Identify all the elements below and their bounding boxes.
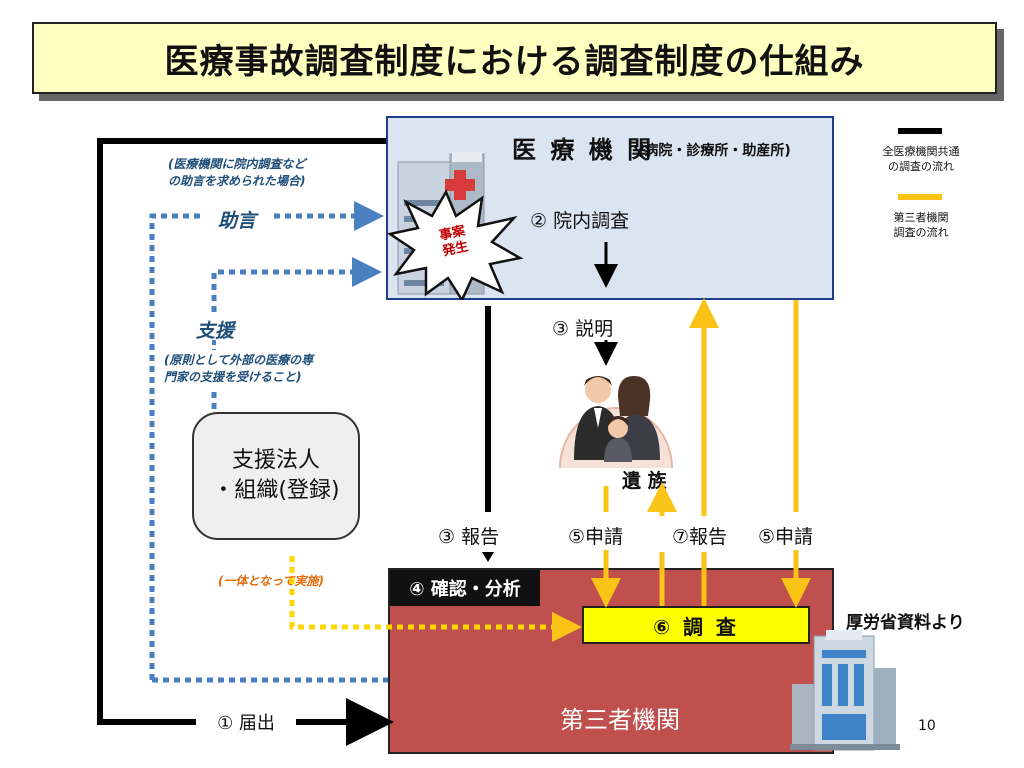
cooperation-note: (一体となって実施) (218, 574, 325, 588)
page-number: 10 (918, 718, 936, 734)
report3-arrow-head (482, 552, 494, 562)
medical-institution-name: 医 療 機 関 (512, 136, 655, 164)
advice-condition-note: (医療機関に院内調査など の助言を求められた場合) (168, 156, 306, 190)
support-note-line1: (原則として外部の医療の専 (164, 353, 314, 367)
legend-yellow-text-line2: 調査の流れ (893, 226, 949, 239)
support-note: (原則として外部の医療の専 門家の支援を受けること) (164, 352, 313, 386)
apply5a-label: ⑤申請 (568, 526, 624, 548)
cooperation-flow-line (289, 556, 582, 642)
bereaved-family-icon (559, 376, 673, 469)
title-banner: 医療事故調査制度における調査制度の仕組み (32, 22, 997, 94)
legend-black-text-line2: の調査の流れ (888, 160, 954, 173)
support-flow-line (211, 257, 382, 312)
legend-black-text: 全医療機関共通 の調査の流れ (866, 144, 976, 174)
advice-flow-line (149, 213, 202, 680)
advice-condition-line1: (医療機関に院内調査など (168, 157, 306, 171)
report7-label: ⑦報告 (672, 526, 728, 548)
support-note-line2: 門家の支援を受けること) (164, 370, 302, 384)
legend-black-text-line1: 全医療機関共通 (882, 145, 960, 158)
source-note: 厚労省資料より (846, 613, 965, 633)
inhouse-survey-label: ② 院内調査 (530, 210, 630, 232)
notify-label: ① 届出 (196, 708, 296, 736)
support-org-line1: 支援法人 (231, 448, 320, 473)
confirm-analysis-label: ④ 確認・分析 (390, 570, 540, 606)
survey-box: ⑥ 調 査 (582, 606, 810, 644)
support-organization-box: 支援法人 ・組織(登録) (192, 412, 360, 540)
page-title: 医療事故調査制度における調査制度の仕組み (164, 41, 865, 82)
explain-label: ③ 説明 (552, 318, 614, 340)
legend-black-line (898, 128, 942, 134)
third-party-name: 第三者機関 (560, 706, 680, 734)
advice-label: 助言 (218, 210, 257, 232)
legend-yellow-text-line1: 第三者機関 (893, 211, 949, 224)
report3-label: ③ 報告 (438, 526, 500, 548)
apply5b-label: ⑤申請 (758, 526, 814, 548)
accident-burst-icon (386, 189, 524, 300)
legend-yellow-line (898, 194, 942, 200)
office-building-icon (790, 630, 900, 751)
notify-flow-line (97, 138, 386, 725)
support-label: 支援 (196, 320, 235, 342)
legend-yellow-text: 第三者機関 調査の流れ (866, 210, 976, 240)
support-org-line2: ・組織(登録) (212, 478, 340, 503)
medical-institution-subtitle: (病院・診療所・助産所) (638, 143, 791, 159)
advice-condition-line2: の助言を求められた場合) (168, 174, 306, 188)
